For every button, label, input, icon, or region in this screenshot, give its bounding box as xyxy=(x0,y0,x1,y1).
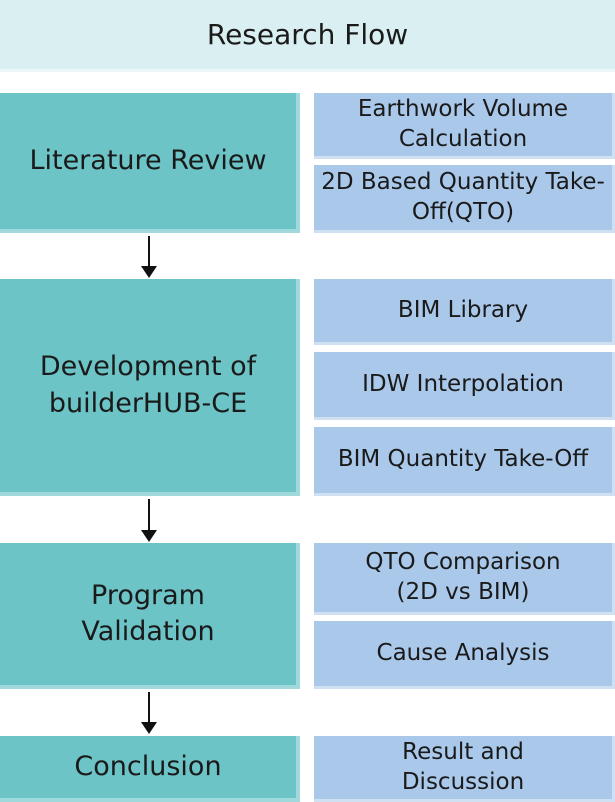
detail-cause-analysis: Cause Analysis xyxy=(314,621,615,689)
stage-literature-review: Literature Review xyxy=(0,93,300,233)
flow-arrow xyxy=(141,499,157,542)
diagram-title: Research Flow xyxy=(0,0,615,72)
flow-arrow xyxy=(141,692,157,734)
detail-idw-interpolation: IDW Interpolation xyxy=(314,352,615,420)
flow-arrow xyxy=(141,236,157,278)
detail-qto-comparison: QTO Comparison (2D vs BIM) xyxy=(314,543,615,615)
detail-result-discussion: Result and Discussion xyxy=(314,736,615,802)
stage-conclusion: Conclusion xyxy=(0,736,300,802)
detail-bim-qto: BIM Quantity Take-Off xyxy=(314,427,615,496)
detail-bim-library: BIM Library xyxy=(314,279,615,345)
detail-earthwork-volume: Earthwork Volume Calculation xyxy=(314,93,615,159)
stage-development: Development of builderHUB-CE xyxy=(0,279,300,496)
stage-program-validation: Program Validation xyxy=(0,543,300,689)
detail-2d-qto: 2D Based Quantity Take-Off(QTO) xyxy=(314,165,615,233)
